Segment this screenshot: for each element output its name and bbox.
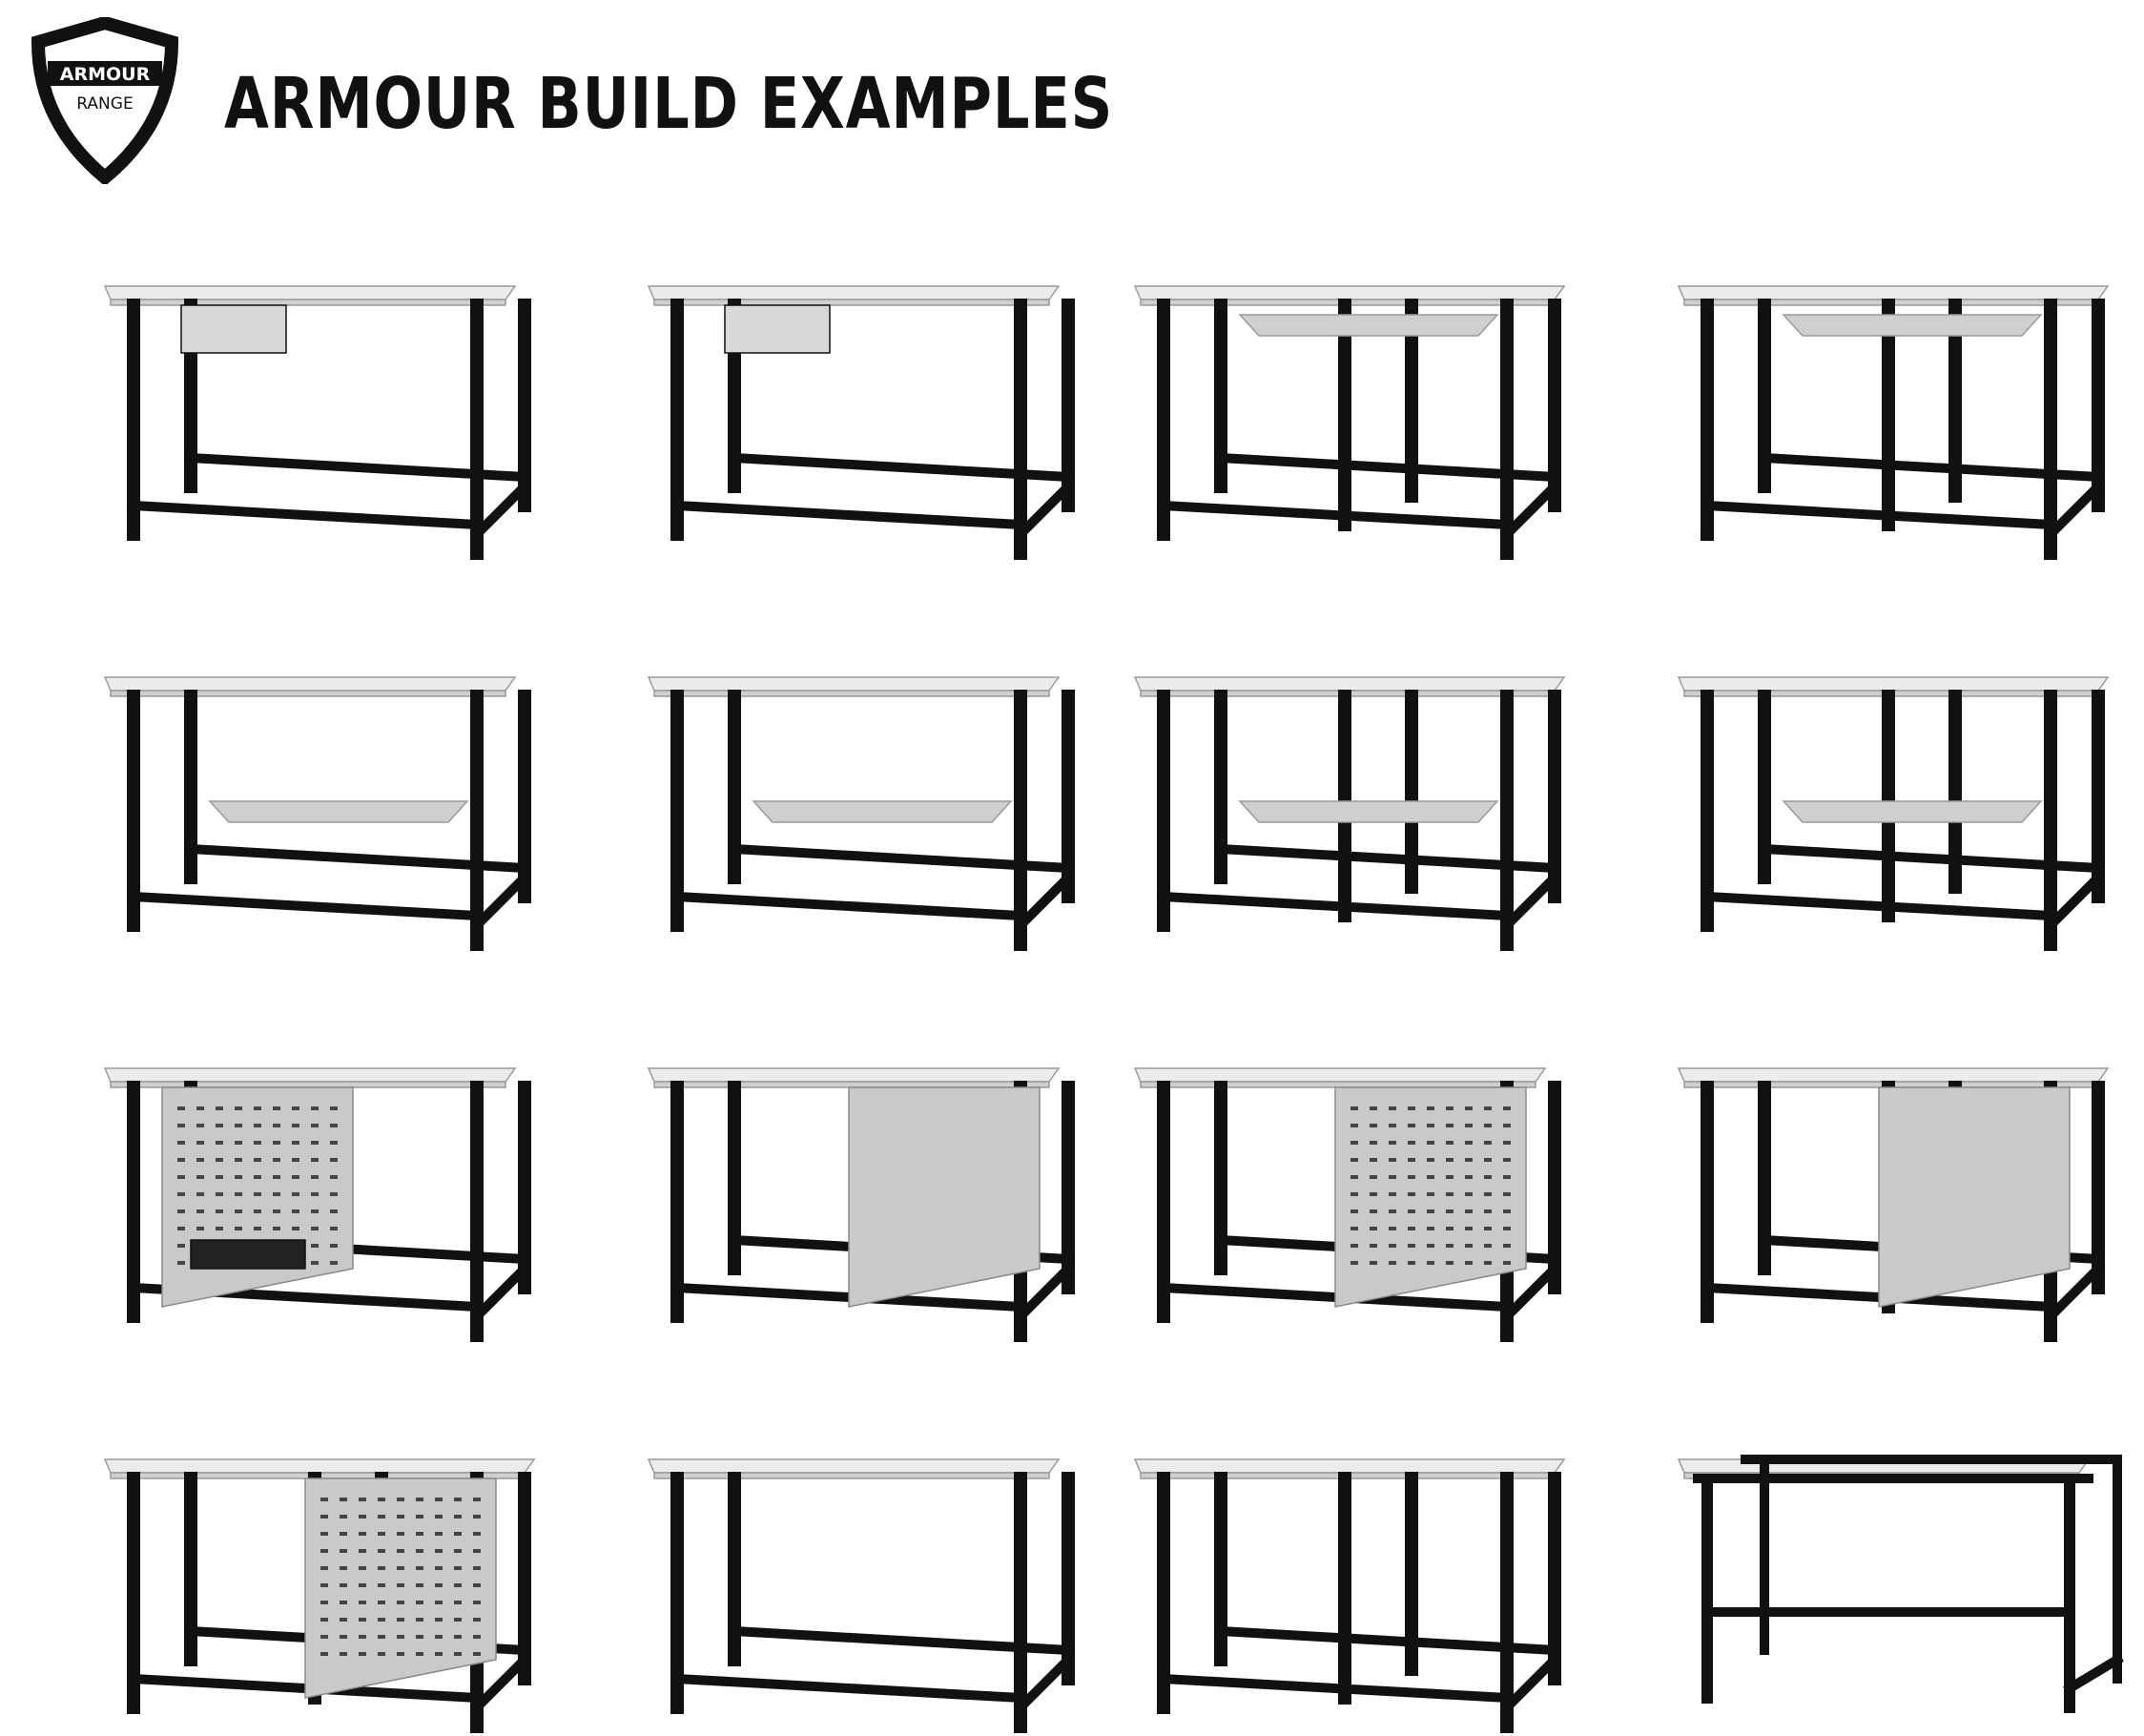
bench-example — [67, 1030, 563, 1345]
page-header: ARMOUR RANGE ARMOUR BUILD EXAMPLES — [29, 17, 1173, 189]
bench-example — [1640, 639, 2136, 954]
bench-illustration — [1133, 285, 1566, 560]
bench-illustration — [647, 1067, 1076, 1342]
bench-example — [1640, 1030, 2136, 1345]
bench-example — [1097, 639, 1593, 954]
logo-line1: ARMOUR — [60, 64, 151, 85]
bench-illustration — [103, 285, 532, 560]
bench-example — [610, 248, 1106, 563]
bench-example — [67, 248, 563, 563]
bench-illustration — [1677, 285, 2110, 560]
bench-illustration — [1677, 1067, 2110, 1342]
bench-example — [1097, 1421, 1593, 1736]
bench-illustration — [103, 1067, 532, 1342]
shield-logo-icon: ARMOUR RANGE — [31, 17, 179, 184]
bench-illustration — [1677, 676, 2110, 951]
page-title: ARMOUR BUILD EXAMPLES — [224, 63, 1114, 145]
bench-illustration — [1133, 1067, 1562, 1342]
logo-line2: RANGE — [76, 94, 133, 114]
bench-illustration — [1677, 1455, 2124, 1713]
bench-example — [67, 639, 563, 954]
bench-example — [1640, 248, 2136, 563]
bench-example — [610, 639, 1106, 954]
bench-example — [610, 1030, 1106, 1345]
bench-example — [610, 1421, 1106, 1736]
bench-example — [67, 1421, 563, 1736]
bench-illustration — [103, 676, 532, 951]
bench-illustration — [1133, 1458, 1566, 1733]
bench-illustration — [1133, 676, 1566, 951]
bench-illustration — [647, 285, 1076, 560]
bench-illustration — [103, 1458, 536, 1733]
bench-illustration — [647, 676, 1076, 951]
bench-example — [1640, 1421, 2136, 1736]
bench-example — [1097, 1030, 1593, 1345]
bench-example — [1097, 248, 1593, 563]
bench-illustration — [647, 1458, 1076, 1733]
